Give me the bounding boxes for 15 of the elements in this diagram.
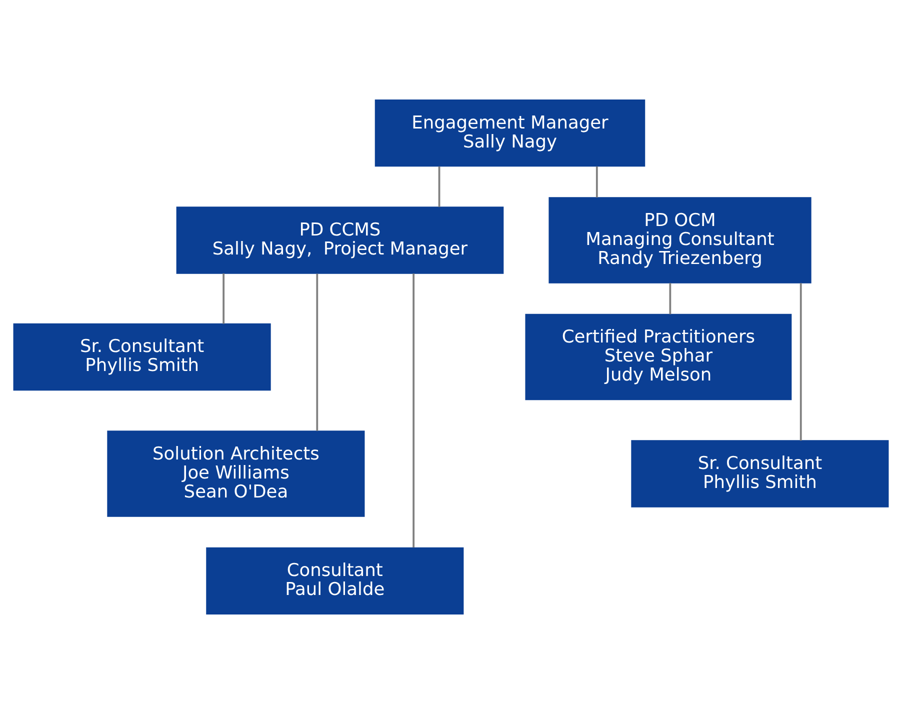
node-box: PD OCM Managing Consultant Randy Triezenberg [548,196,812,283]
node-box: Engagement Manager Sally Nagy [374,98,646,166]
connector [669,282,672,314]
node-box: Sr. Consultant Phyllis Smith [13,322,271,390]
node-box: PD CCMS Sally Nagy, Project Manager [176,206,504,274]
connector [222,272,225,324]
node-box: Solution Architects Joe Williams Sean O'Dea [107,430,365,516]
node-box: Consultant Paul Olalde [206,546,464,614]
connector [438,166,440,206]
node-box: Sr. Consultant Phyllis Smith [631,440,889,507]
connector [412,273,415,548]
connector [596,166,598,197]
connector [316,273,318,430]
node-box: Certified Practitioners Steve Sphar Judy Melson [525,313,792,400]
connector [800,282,802,440]
